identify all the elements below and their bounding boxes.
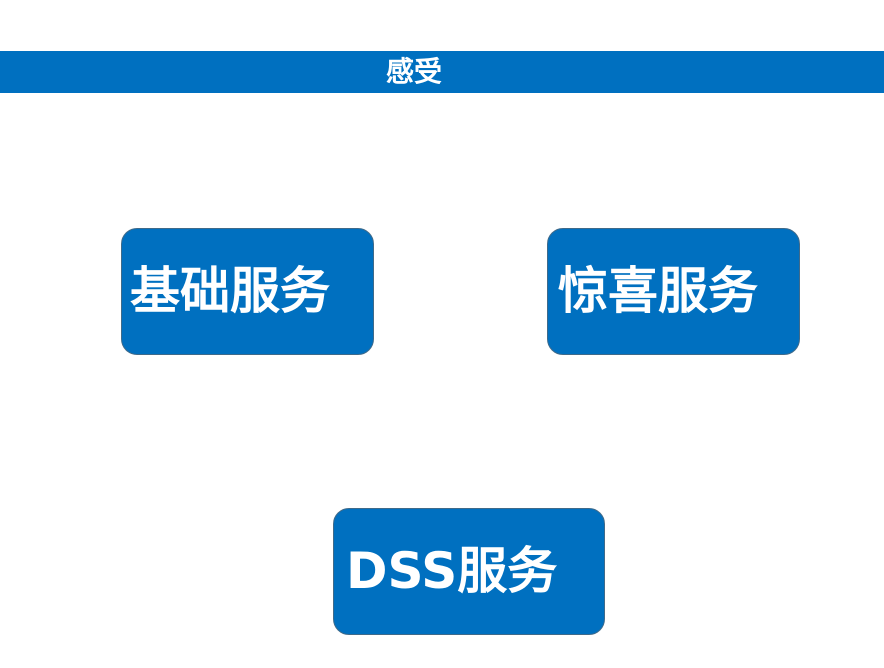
title-bar: 感受 xyxy=(0,51,884,93)
basic-service-box: 基础服务 xyxy=(121,228,374,355)
surprise-service-box: 惊喜服务 xyxy=(547,228,800,355)
slide-title: 感受 xyxy=(386,55,443,88)
basic-service-label: 基础服务 xyxy=(130,262,330,320)
dss-service-box: DSS服务 xyxy=(333,508,605,635)
dss-service-label: DSS服务 xyxy=(346,542,558,600)
surprise-service-label: 惊喜服务 xyxy=(558,262,758,320)
